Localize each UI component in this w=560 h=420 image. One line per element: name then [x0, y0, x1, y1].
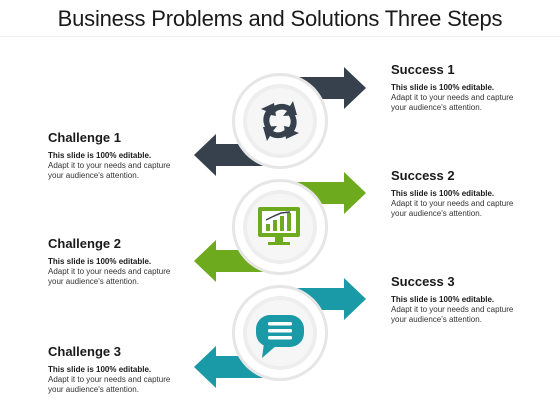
success-3-heading: Success 3 [391, 274, 455, 289]
challenge-2-bold: This slide is 100% editable. [48, 257, 152, 266]
challenge-3-heading: Challenge 3 [48, 344, 121, 359]
challenge-1-bold: This slide is 100% editable. [48, 151, 152, 160]
title-divider [0, 36, 560, 37]
success-2-heading: Success 2 [391, 168, 455, 183]
challenge-1-block: Challenge 1 This slide is 100% editable.… [48, 130, 238, 181]
challenge-3-body: Adapt it to your needs and capture your … [48, 375, 171, 394]
refresh-cycle-icon [261, 101, 299, 141]
challenge-2-block: Challenge 2 This slide is 100% editable.… [48, 236, 238, 287]
success-1-block: Success 1 This slide is 100% editable. A… [391, 62, 560, 113]
success-3-bold: This slide is 100% editable. [391, 295, 495, 304]
success-3-body: Adapt it to your needs and capture your … [391, 305, 514, 324]
success-2-bold: This slide is 100% editable. [391, 189, 495, 198]
success-1-bold: This slide is 100% editable. [391, 83, 495, 92]
challenge-2-body: Adapt it to your needs and capture your … [48, 267, 171, 286]
success-1-heading: Success 1 [391, 62, 455, 77]
chat-bubble-icon [256, 315, 304, 358]
challenge-1-body: Adapt it to your needs and capture your … [48, 161, 171, 180]
success-3-block: Success 3 This slide is 100% editable. A… [391, 274, 560, 325]
success-1-body: Adapt it to your needs and capture your … [391, 93, 514, 112]
challenge-3-bold: This slide is 100% editable. [48, 365, 152, 374]
growth-chart-monitor-icon [258, 207, 300, 245]
step-1-circle [232, 73, 328, 169]
slide-title: Business Problems and Solutions Three St… [57, 6, 503, 31]
challenge-2-heading: Challenge 2 [48, 236, 121, 251]
challenge-3-block: Challenge 3 This slide is 100% editable.… [48, 344, 238, 395]
challenge-1-heading: Challenge 1 [48, 130, 121, 145]
success-2-block: Success 2 This slide is 100% editable. A… [391, 168, 560, 219]
title-band [0, 0, 560, 36]
success-2-body: Adapt it to your needs and capture your … [391, 199, 514, 218]
